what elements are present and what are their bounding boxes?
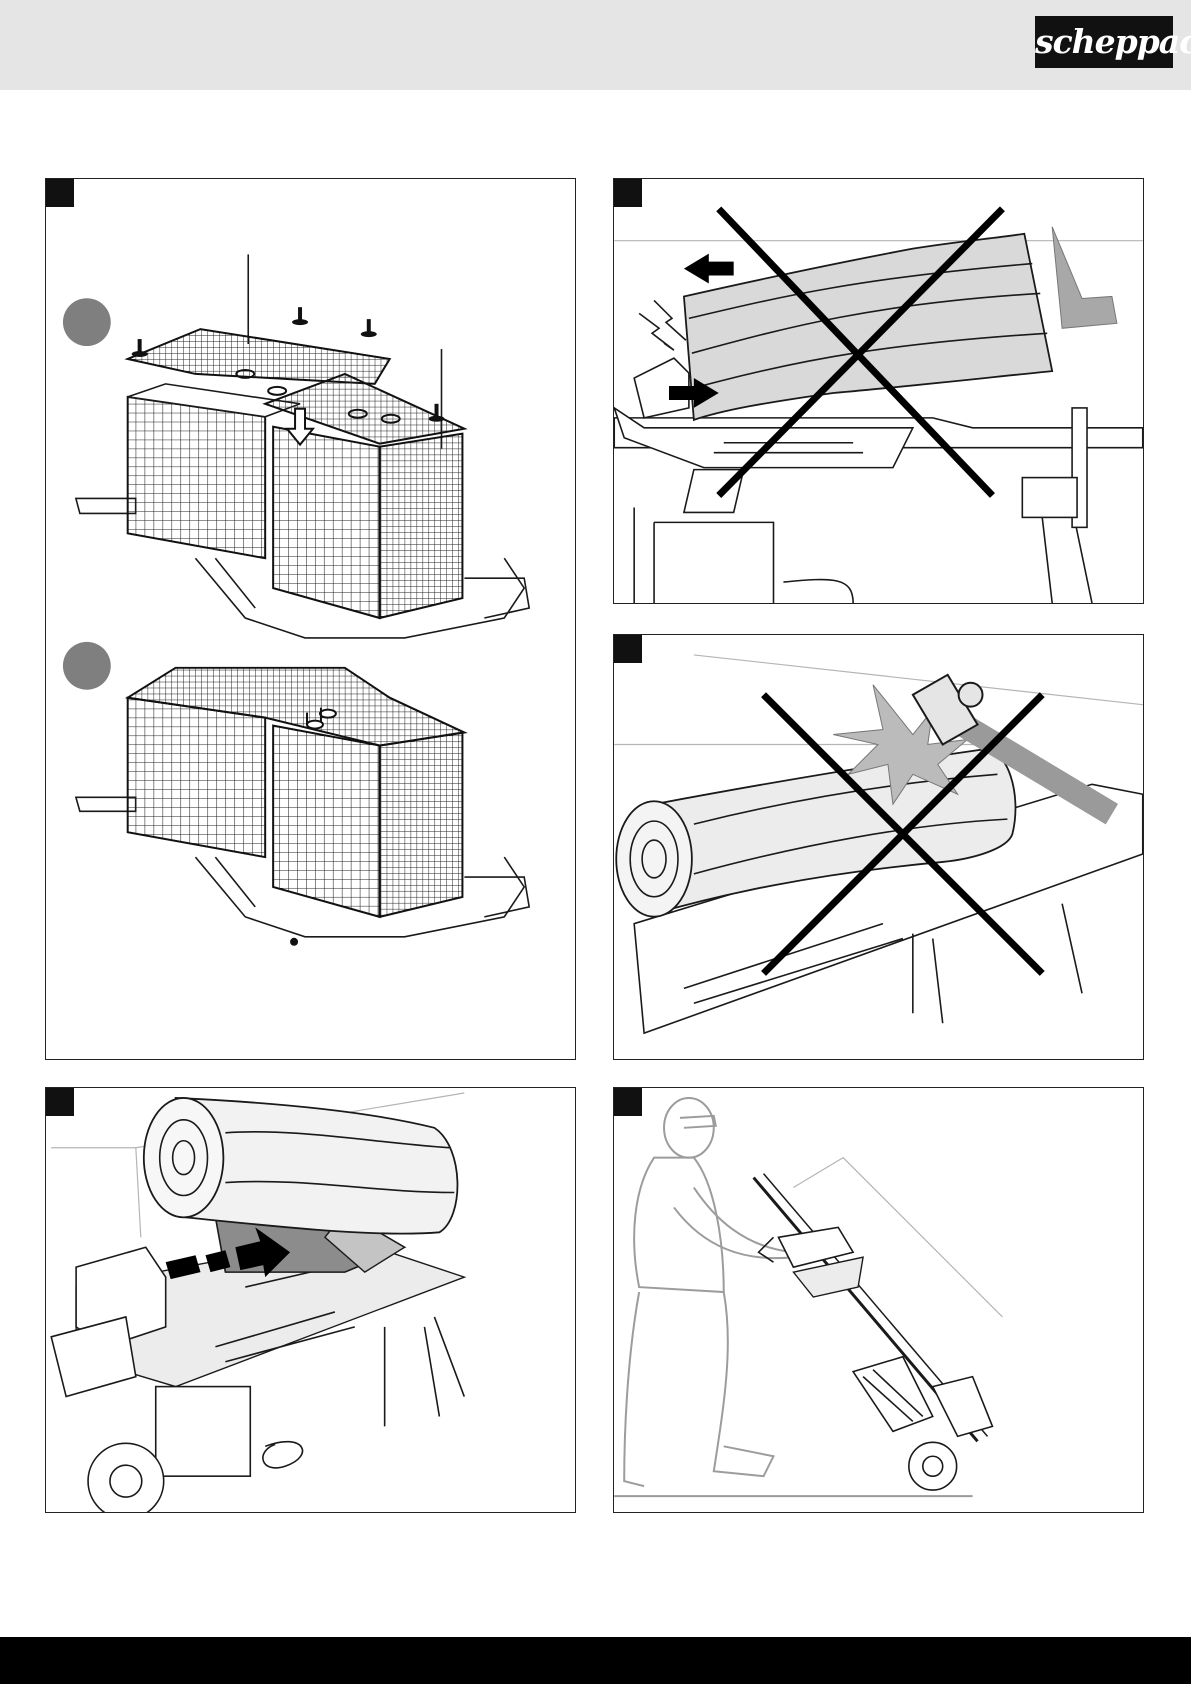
panel-bottom-left (45, 1087, 576, 1513)
step-marker-1 (63, 298, 111, 346)
log-crooked-cut-prohibited-illustration (614, 179, 1143, 603)
panel-bottom-right (613, 1087, 1144, 1513)
hammer-strike-prohibited-illustration (614, 635, 1143, 1059)
transport-log-splitter-illustration (614, 1088, 1143, 1512)
panel-top-left (45, 178, 576, 1060)
cage-step1 (76, 307, 529, 638)
panel-top-right (613, 178, 1144, 604)
figure-number-tag (614, 1088, 642, 1116)
log-wedge-splitting-illustration (46, 1088, 575, 1512)
figure-number-tag (614, 635, 642, 663)
log-splitter-machine (754, 1174, 993, 1491)
figure-number-tag (46, 1088, 74, 1116)
cage-step2 (76, 668, 529, 946)
scheppach-logo: scheppach (1035, 16, 1173, 68)
panel-middle-right (613, 634, 1144, 1060)
figure-number-tag (46, 179, 74, 207)
step-marker-2 (63, 642, 111, 690)
page-header: scheppach (0, 0, 1191, 90)
page-footer (0, 1637, 1191, 1684)
safety-cage-assembly-illustration (46, 179, 575, 1059)
figure-number-tag (614, 179, 642, 207)
person-figure (624, 1098, 793, 1486)
